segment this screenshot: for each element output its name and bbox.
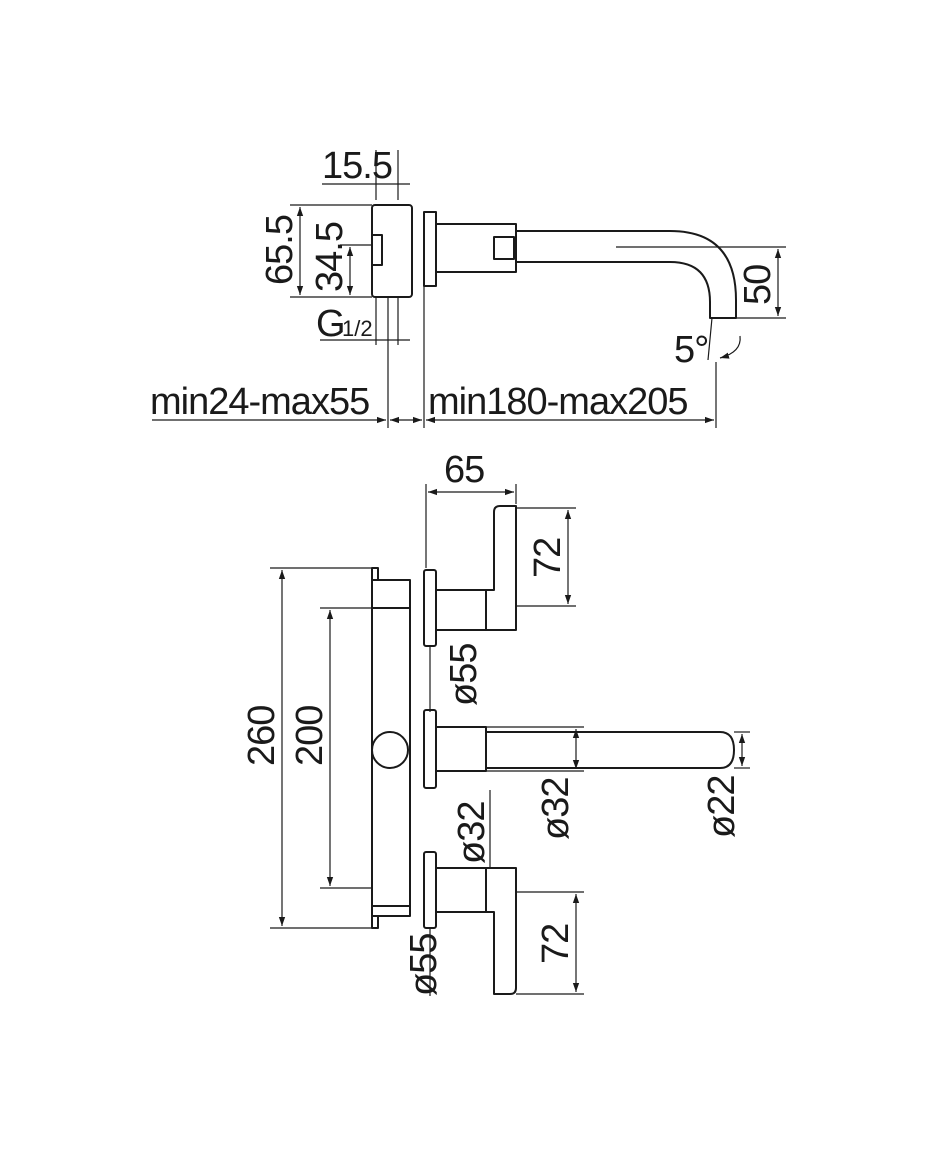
dim-lower-rosette: ø55 xyxy=(403,934,445,996)
front-view: 65 72 260 200 ø55 ø32 ø22 ø32 xyxy=(241,449,750,996)
spout-body xyxy=(435,726,487,772)
dim-top: 15.5 xyxy=(322,145,392,187)
thread-fraction: 1/2 xyxy=(342,316,373,341)
dim-height-total: 65.5 xyxy=(259,215,301,285)
upper-rosette xyxy=(423,569,437,647)
lower-rosette xyxy=(423,851,437,929)
side-view: 15.5 65.5 34.5 G 1/2 50 5° min24-max55 xyxy=(150,145,786,428)
side-body xyxy=(371,204,413,298)
dim-spout-tip: ø22 xyxy=(701,776,743,838)
dim-lower-body: ø32 xyxy=(451,802,493,864)
side-spout xyxy=(515,230,737,319)
dim-spout-body: ø32 xyxy=(535,778,577,840)
dim-handle-lower-height: 72 xyxy=(535,924,577,964)
dim-wall-depth: min24-max55 xyxy=(150,381,369,423)
dim-upper-rosette: ø55 xyxy=(443,644,485,706)
upper-valve-body xyxy=(435,589,487,631)
thread-letter: G xyxy=(316,303,345,345)
front-diverter-knob xyxy=(371,731,409,769)
lower-valve-body xyxy=(435,867,487,913)
dim-center-height: 200 xyxy=(289,706,331,766)
dim-height-inner: 34.5 xyxy=(309,222,351,292)
dim-handle-upper-height: 72 xyxy=(527,538,569,578)
dim-spout-reach: min180-max205 xyxy=(428,381,687,423)
side-handle-housing xyxy=(435,223,517,273)
spout-pipe xyxy=(485,731,735,769)
side-rosette xyxy=(423,211,437,287)
angle-label: 5° xyxy=(674,329,708,371)
side-handle-lever xyxy=(493,236,515,260)
dim-spout-drop: 50 xyxy=(737,265,779,305)
spout-rosette xyxy=(423,709,437,789)
lower-handle xyxy=(485,867,517,995)
dim-handle-width: 65 xyxy=(444,449,484,491)
front-concealed-box xyxy=(371,567,411,929)
side-body-slot xyxy=(371,234,383,266)
upper-handle xyxy=(485,505,517,631)
dim-total-height: 260 xyxy=(241,706,283,766)
